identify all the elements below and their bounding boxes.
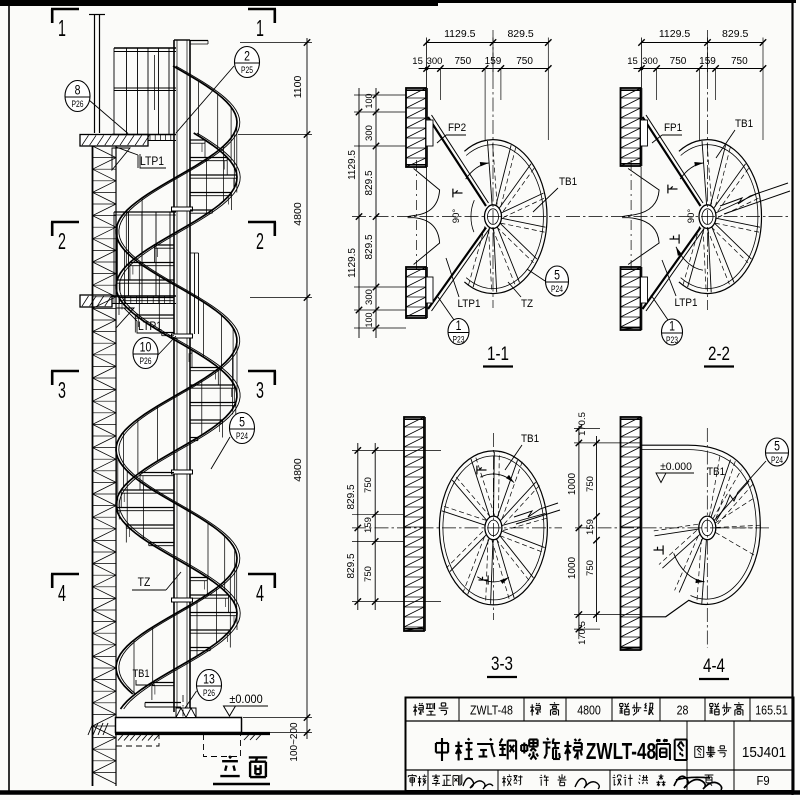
svg-text:170.5: 170.5 — [577, 621, 588, 645]
svg-text:5: 5 — [774, 438, 780, 454]
svg-text:LTP1: LTP1 — [140, 156, 164, 169]
svg-text:750: 750 — [363, 477, 374, 493]
svg-text:P25: P25 — [241, 65, 253, 75]
svg-text:P24: P24 — [771, 455, 783, 465]
svg-text:TZ: TZ — [521, 299, 534, 311]
svg-text:1000: 1000 — [567, 556, 578, 579]
svg-text:300: 300 — [427, 56, 443, 67]
svg-text:1-1: 1-1 — [487, 342, 509, 364]
svg-text:P26: P26 — [72, 99, 84, 109]
svg-text:170.5: 170.5 — [577, 412, 588, 436]
svg-text:159: 159 — [363, 517, 374, 533]
svg-text:5: 5 — [554, 267, 560, 283]
svg-text:P23: P23 — [666, 335, 678, 345]
svg-text:15: 15 — [412, 56, 423, 67]
svg-text:P24: P24 — [236, 431, 248, 441]
svg-text:1000: 1000 — [567, 472, 578, 495]
svg-text:TZ: TZ — [138, 577, 151, 590]
svg-text:4800: 4800 — [292, 202, 304, 226]
svg-text:750: 750 — [363, 566, 374, 582]
svg-text:2: 2 — [244, 48, 250, 64]
svg-text:LTP1: LTP1 — [458, 299, 481, 311]
svg-text:TB1: TB1 — [521, 434, 539, 446]
svg-text:829.5: 829.5 — [346, 553, 357, 578]
svg-text:829.5: 829.5 — [722, 28, 748, 40]
svg-text:1: 1 — [669, 318, 675, 334]
svg-text:829.5: 829.5 — [507, 28, 533, 40]
svg-text:15J401: 15J401 — [742, 744, 786, 761]
svg-text:2: 2 — [58, 230, 66, 255]
svg-text:4-4: 4-4 — [703, 654, 725, 676]
svg-text:100: 100 — [364, 312, 374, 327]
svg-text:15: 15 — [627, 56, 638, 67]
svg-text:3: 3 — [256, 379, 264, 404]
svg-text:LTP1: LTP1 — [138, 321, 162, 334]
svg-text:13: 13 — [203, 671, 215, 687]
svg-text:2: 2 — [256, 230, 264, 255]
svg-text:300: 300 — [642, 56, 658, 67]
svg-text:4: 4 — [256, 582, 264, 607]
svg-text:750: 750 — [670, 56, 687, 67]
svg-text:TB1: TB1 — [707, 467, 725, 479]
svg-text:FP2: FP2 — [448, 123, 466, 135]
svg-text:300: 300 — [364, 289, 375, 305]
svg-text:100: 100 — [364, 93, 374, 108]
svg-text:P24: P24 — [551, 284, 563, 294]
svg-text:750: 750 — [585, 560, 596, 576]
svg-text:829.5: 829.5 — [364, 170, 375, 195]
svg-text:5: 5 — [239, 414, 245, 430]
svg-text:100~200: 100~200 — [289, 722, 300, 762]
svg-text:1129.5: 1129.5 — [659, 28, 690, 40]
svg-text:1129.5: 1129.5 — [444, 28, 475, 40]
svg-text:165.51: 165.51 — [755, 704, 787, 718]
svg-text:F9: F9 — [756, 773, 769, 788]
svg-text:P26: P26 — [140, 356, 152, 366]
svg-text:750: 750 — [454, 56, 471, 67]
svg-text:TB1: TB1 — [559, 177, 577, 189]
svg-text:10: 10 — [140, 339, 152, 355]
svg-text:159: 159 — [585, 519, 596, 535]
svg-text:750: 750 — [731, 56, 748, 67]
svg-text:90°: 90° — [451, 209, 462, 224]
svg-text:4: 4 — [58, 582, 66, 607]
svg-text:2-2: 2-2 — [708, 342, 730, 364]
svg-text:3-3: 3-3 — [491, 652, 513, 674]
svg-text:±0.000: ±0.000 — [660, 461, 692, 473]
svg-text:300: 300 — [364, 125, 375, 141]
svg-text:1100: 1100 — [292, 76, 304, 99]
svg-text:1: 1 — [58, 17, 66, 42]
svg-text:4800: 4800 — [292, 458, 304, 482]
svg-text:ZWLT-48: ZWLT-48 — [586, 738, 656, 764]
svg-text:TB1: TB1 — [735, 119, 753, 131]
svg-text:829.5: 829.5 — [364, 234, 375, 259]
svg-text:FP1: FP1 — [664, 123, 682, 135]
svg-text:4800: 4800 — [577, 704, 601, 718]
svg-text:1129.5: 1129.5 — [347, 150, 358, 180]
svg-text:TB1: TB1 — [132, 668, 149, 680]
svg-text:750: 750 — [585, 476, 596, 492]
svg-text:3: 3 — [58, 379, 66, 404]
svg-text:1: 1 — [256, 17, 264, 42]
svg-text:1129.5: 1129.5 — [347, 248, 358, 278]
svg-text:28: 28 — [677, 704, 689, 718]
svg-text:ZWLT-48: ZWLT-48 — [470, 704, 513, 718]
svg-text:P26: P26 — [203, 688, 215, 698]
svg-text:±0.000: ±0.000 — [229, 694, 262, 706]
svg-text:8: 8 — [75, 82, 81, 98]
svg-text:P23: P23 — [453, 335, 465, 345]
svg-text:829.5: 829.5 — [346, 484, 357, 509]
svg-text:90°: 90° — [686, 209, 697, 224]
svg-text:750: 750 — [516, 56, 533, 67]
svg-text:LTP1: LTP1 — [675, 298, 698, 310]
svg-text:1: 1 — [456, 318, 462, 334]
